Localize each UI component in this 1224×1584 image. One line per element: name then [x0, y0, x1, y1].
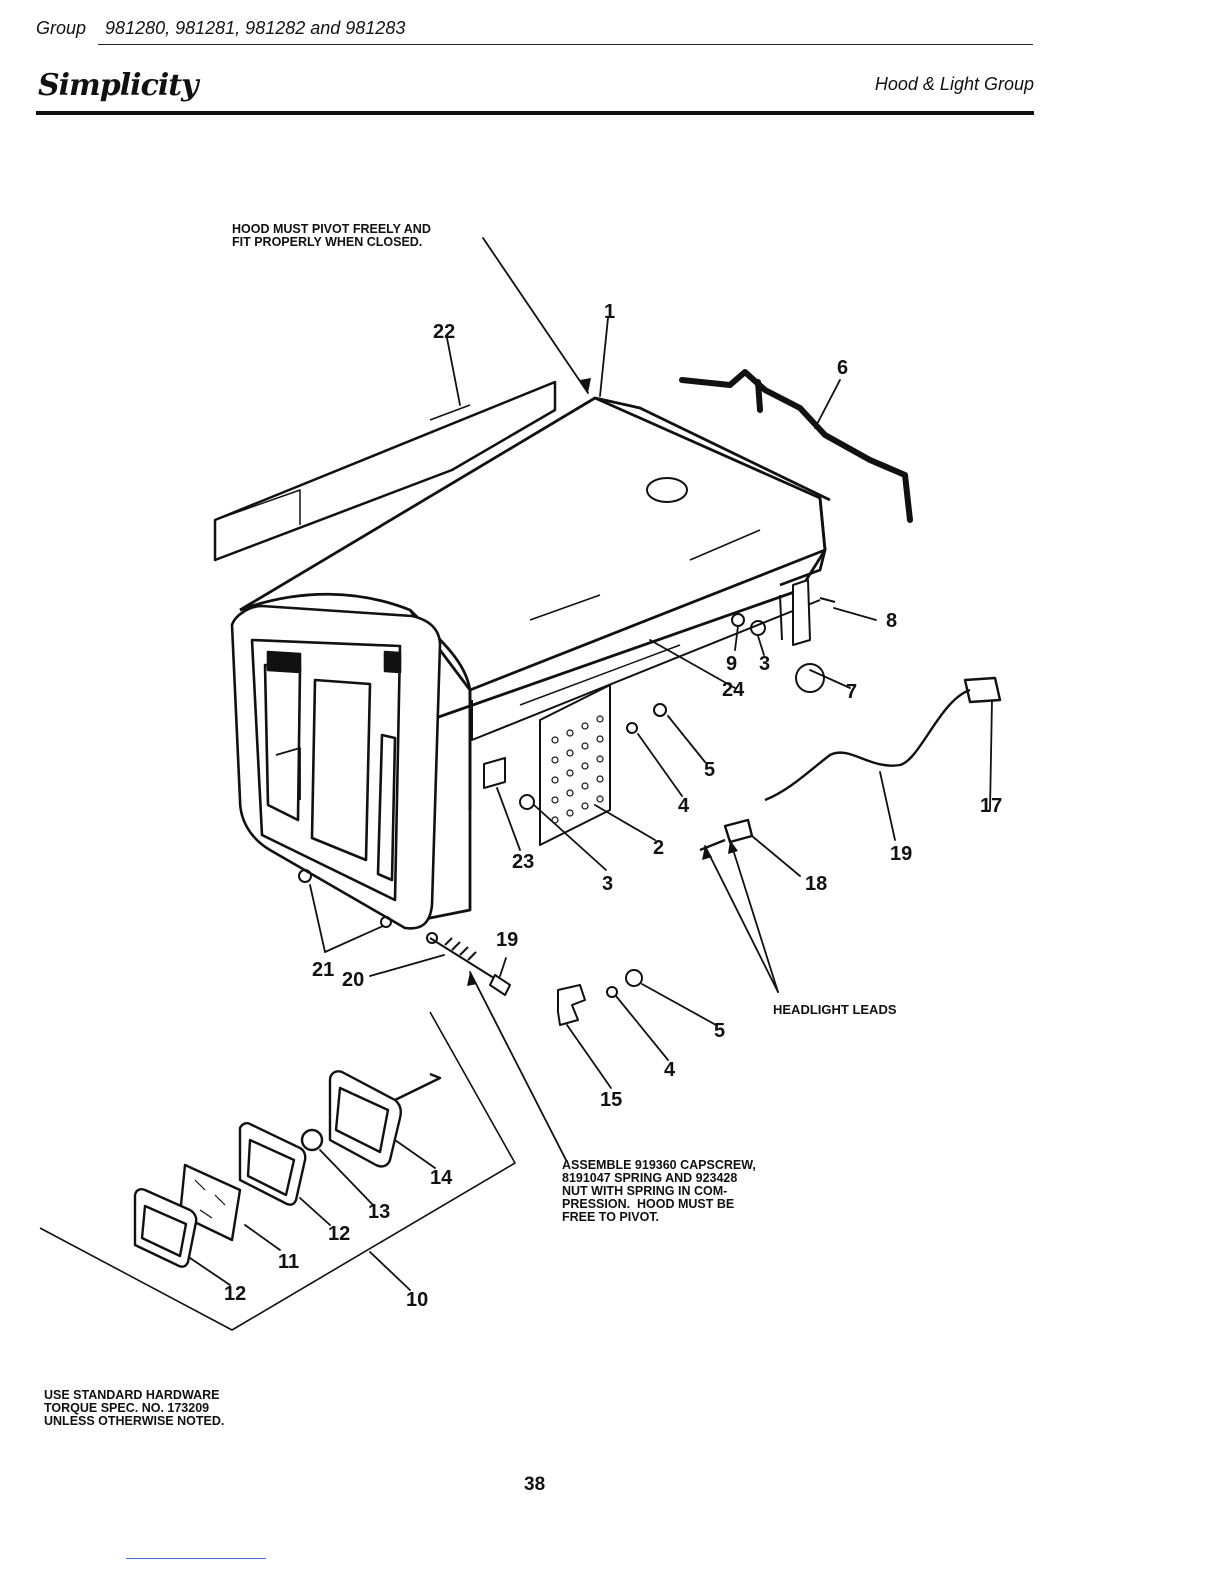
hood-pivot-note: HOOD MUST PIVOT FREELY AND FIT PROPERLY …	[232, 222, 431, 249]
callout-18: 18	[805, 873, 827, 895]
part-15-clip	[557, 984, 586, 1026]
callout-1: 1	[604, 301, 615, 323]
callout-24: 24	[722, 679, 745, 701]
group-line: Group 981280, 981281, 981282 and 981283	[36, 18, 405, 39]
exploded-view-illustration: 1 22 6 8 9 3 7 24 5 4 17 19 2 23 3 18 21…	[39, 237, 1002, 1331]
arrowheads	[467, 378, 738, 986]
brand-logo: Simplicity	[38, 68, 199, 103]
callout-3a: 3	[759, 653, 770, 675]
group-models: 981280, 981281, 981282 and 981283	[105, 18, 406, 38]
callout-17: 17	[980, 795, 1002, 817]
callout-11: 11	[278, 1251, 299, 1273]
hardware-items	[298, 613, 766, 998]
part-23-decal	[483, 757, 506, 789]
part-7-bracket-light	[779, 579, 836, 693]
callout-12b: 12	[224, 1283, 246, 1305]
callout-20: 20	[342, 969, 364, 991]
assemble-note: ASSEMBLE 919360 CAPSCREW, 8191047 SPRING…	[562, 1158, 756, 1224]
hardware-note: USE STANDARD HARDWARE TORQUE SPEC. NO. 1…	[44, 1388, 225, 1428]
callout-10: 10	[406, 1289, 428, 1311]
header-rule-thick	[36, 111, 1034, 115]
callout-19a: 19	[890, 843, 912, 865]
callout-21: 21	[312, 959, 334, 981]
part-6-light-bar	[679, 369, 913, 523]
callout-7: 7	[846, 681, 857, 703]
leader-lines	[189, 237, 993, 1291]
link-underline	[126, 1558, 266, 1559]
callout-8: 8	[886, 610, 897, 632]
callout-9: 9	[726, 653, 737, 675]
callout-4b: 4	[664, 1059, 676, 1081]
callout-3b: 3	[602, 873, 613, 895]
callout-13: 13	[368, 1201, 390, 1223]
pivot-bolt-spring	[426, 932, 511, 996]
callout-15: 15	[600, 1089, 622, 1111]
callout-6: 6	[837, 357, 848, 379]
headlight-assembly	[39, 1011, 516, 1331]
callout-4a: 4	[678, 795, 690, 817]
callout-2: 2	[653, 837, 664, 859]
group-prefix: Group	[36, 18, 87, 38]
section-title: Hood & Light Group	[874, 74, 1034, 94]
callout-5a: 5	[704, 759, 715, 781]
part-22-side-panel	[213, 380, 557, 562]
callout-numbers: 1 22 6 8 9 3 7 24 5 4 17 19 2 23 3 18 21…	[224, 301, 1002, 1311]
callout-22: 22	[433, 321, 455, 343]
callout-12a: 12	[328, 1223, 350, 1245]
callout-14: 14	[430, 1167, 453, 1189]
part-2-screen	[539, 684, 611, 846]
header-rule-thin	[98, 44, 1033, 45]
hood-grille-front	[230, 604, 442, 930]
callout-23: 23	[512, 851, 534, 873]
wire-harness	[699, 676, 1002, 852]
page-number: 38	[524, 1474, 546, 1495]
headlight-leads-label: HEADLIGHT LEADS	[773, 1002, 897, 1017]
callout-5b: 5	[714, 1020, 725, 1042]
callout-19b: 19	[496, 929, 518, 951]
